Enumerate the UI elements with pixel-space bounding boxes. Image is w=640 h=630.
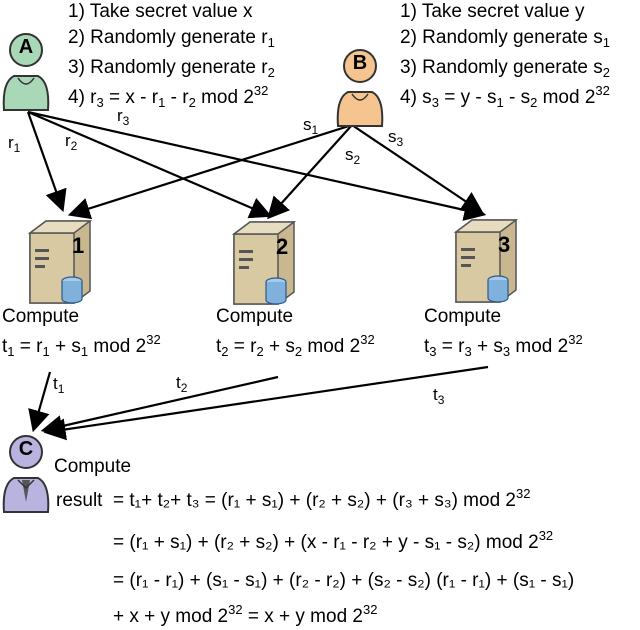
server-3: 3 — [446, 214, 526, 304]
server-icon — [231, 221, 297, 305]
actor-c-letter: C — [18, 438, 34, 460]
server-2: 2 — [224, 216, 304, 306]
result-line-1: = t₁+ t₂+ t₃ = (r₁ + s₁) + (r₂ + s₂) + (… — [113, 486, 531, 511]
actor-a: A — [0, 30, 52, 114]
actor-a-letter: A — [18, 36, 34, 58]
user-icon — [336, 49, 384, 127]
label-t3: t3 — [433, 385, 445, 407]
user-icon — [2, 435, 50, 513]
server-2-number: 2 — [276, 234, 289, 259]
actor-b-letter: B — [352, 52, 368, 74]
a-step-1: 1) Take secret value x — [68, 1, 253, 22]
label-t2: t2 — [176, 373, 188, 395]
actor-c: C — [0, 432, 52, 516]
arrow-r3 — [27, 110, 487, 221]
b-step-3: 3) Randomly generate s2 — [400, 57, 611, 80]
arrow-s2 — [267, 124, 353, 220]
server-3-formula: t3 = r3 + s3 mod 232 — [424, 332, 583, 359]
server-1-title: Compute — [2, 306, 80, 327]
server-2-title: Compute — [216, 306, 294, 327]
label-t1: t1 — [53, 374, 65, 396]
b-step-4: 4) s3 = y - s1 - s2 mod 232 — [400, 83, 610, 110]
b-step-1: 1) Take secret value y — [400, 1, 585, 22]
arrow-r1 — [26, 111, 67, 213]
server-2-formula: t2 = r2 + s2 mod 232 — [216, 332, 375, 359]
arrow-t3 — [43, 365, 489, 441]
result-line-3: = (r₁ - r₁) + (s₁ - s₁) + (r₂ - r₂) + (s… — [113, 570, 575, 591]
actor-b: B — [334, 46, 386, 130]
arrow-r2 — [27, 110, 273, 219]
arrow-s3 — [351, 124, 484, 214]
arrow-t2 — [40, 375, 279, 437]
actor-c-title: Compute — [54, 456, 132, 477]
server-3-number: 3 — [498, 232, 511, 257]
user-icon — [2, 33, 50, 111]
result-line-4: + x + y mod 232 = x + y mod 232 — [113, 602, 378, 627]
arrow-t1 — [28, 371, 52, 433]
server-icon — [453, 219, 519, 303]
label-r3: r3 — [117, 106, 130, 128]
label-s1: s1 — [303, 115, 319, 137]
server-3-title: Compute — [424, 306, 502, 327]
label-s2: s2 — [345, 145, 361, 167]
server-1-number: 1 — [72, 233, 85, 258]
b-step-2: 2) Randomly generate s1 — [400, 27, 611, 50]
server-icon — [27, 220, 93, 304]
server-1: 1 — [20, 215, 100, 305]
result-word: result — [56, 490, 103, 511]
server-1-formula: t1 = r1 + s1 mod 232 — [2, 332, 161, 359]
label-r2: r2 — [65, 131, 78, 153]
a-step-4: 4) r3 = x - r1 - r2 mod 232 — [68, 83, 269, 110]
result-line-2: = (r₁ + s₁) + (r₂ + s₂) + (x - r₁ - r₂ +… — [113, 528, 554, 553]
arrow-s1 — [67, 123, 353, 220]
a-step-2: 2) Randomly generate r1 — [68, 27, 275, 50]
a-step-3: 3) Randomly generate r2 — [68, 57, 275, 80]
label-s3: s3 — [388, 127, 404, 149]
label-r1: r1 — [8, 133, 21, 155]
